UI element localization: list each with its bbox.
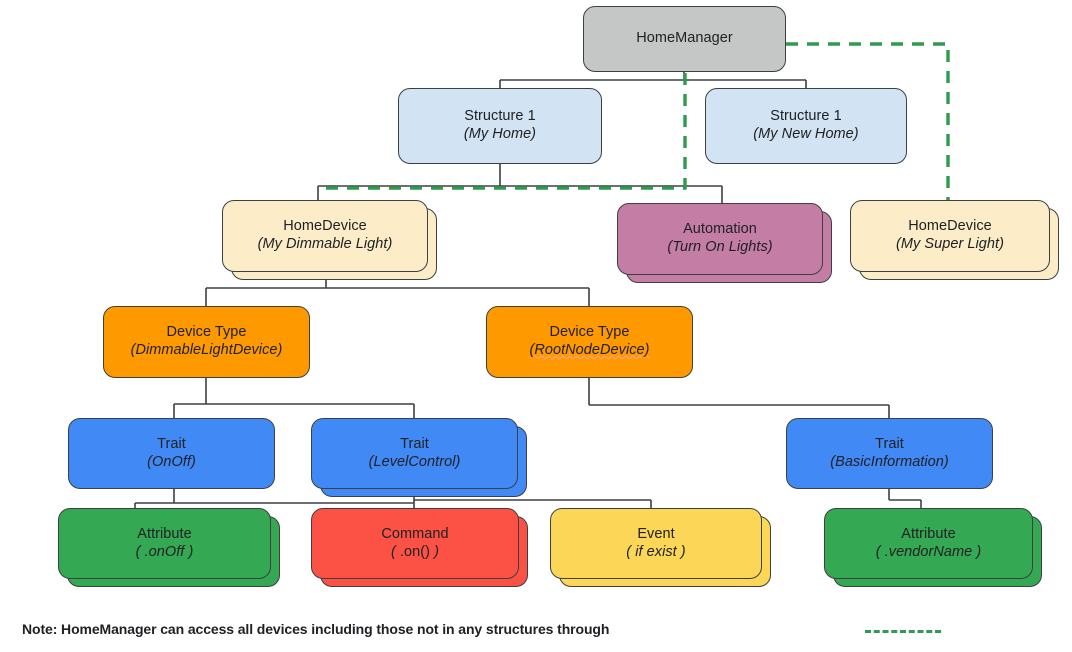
node-attribute-vendor-name[interactable]: Attribute ( .vendorName ) [824, 508, 1033, 579]
node-home-manager[interactable]: HomeManager [583, 6, 786, 72]
node-home-manager-title: HomeManager [636, 30, 733, 47]
node-device-type-dimmable[interactable]: Device Type (DimmableLightDevice) [103, 306, 310, 378]
node-structure-my-new-home-title: Structure 1 [770, 108, 842, 125]
node-trait-onoff[interactable]: Trait (OnOff) [68, 418, 275, 489]
diagram-note-dash-sample [865, 630, 941, 633]
node-structure-my-new-home[interactable]: Structure 1 (My New Home) [705, 88, 907, 164]
node-attribute-onoff-sub: ( .onOff ) [135, 543, 194, 560]
node-command-on-title: Command [381, 525, 449, 542]
node-structure-my-new-home-sub: (My New Home) [753, 126, 859, 142]
node-automation-turn-on-lights[interactable]: Automation (Turn On Lights) [617, 203, 823, 275]
node-trait-level-control-title: Trait [400, 435, 429, 452]
node-trait-basic-information-sub: (BasicInformation) [830, 453, 949, 470]
node-trait-onoff-title: Trait [157, 435, 186, 452]
node-command-on-sub: ( .on() ) [390, 543, 439, 560]
node-structure-my-home[interactable]: Structure 1 (My Home) [398, 88, 602, 164]
node-device-type-dimmable-sub: (DimmableLightDevice) [130, 342, 283, 358]
node-trait-basic-information[interactable]: Trait (BasicInformation) [786, 418, 993, 489]
node-event-if-exist-title: Event [637, 525, 675, 542]
node-structure-my-home-title: Structure 1 [464, 108, 536, 125]
node-attribute-vendor-name-title: Attribute [901, 525, 956, 542]
node-event-if-exist-sub: ( if exist ) [626, 543, 686, 560]
node-structure-my-home-sub: (My Home) [463, 126, 537, 142]
node-trait-level-control-sub: (LevelControl) [368, 453, 461, 470]
node-device-super-light-sub: (My Super Light) [896, 236, 1004, 252]
node-trait-onoff-sub: (OnOff) [147, 453, 196, 470]
node-command-on[interactable]: Command ( .on() ) [311, 508, 519, 579]
node-trait-level-control[interactable]: Trait (LevelControl) [311, 418, 518, 489]
node-attribute-onoff[interactable]: Attribute ( .onOff ) [58, 508, 271, 579]
node-attribute-onoff-title: Attribute [137, 525, 192, 542]
node-trait-basic-information-title: Trait [875, 435, 904, 452]
node-device-dimmable-light[interactable]: HomeDevice (My Dimmable Light) [222, 200, 428, 272]
node-device-dimmable-light-sub: (My Dimmable Light) [257, 236, 393, 252]
node-attribute-vendor-name-sub: ( .vendorName ) [875, 543, 982, 560]
node-device-type-root-node[interactable]: Device Type (RootNodeDevice) [486, 306, 693, 378]
node-device-super-light[interactable]: HomeDevice (My Super Light) [850, 200, 1050, 272]
node-device-type-root-node-title: Device Type [549, 324, 630, 341]
diagram-note: Note: HomeManager can access all devices… [22, 621, 610, 637]
node-device-dimmable-light-title: HomeDevice [283, 218, 367, 235]
node-automation-turn-on-lights-title: Automation [683, 221, 757, 238]
node-event-if-exist[interactable]: Event ( if exist ) [550, 508, 762, 579]
node-automation-turn-on-lights-sub: (Turn On Lights) [667, 239, 773, 255]
node-device-super-light-title: HomeDevice [908, 218, 992, 235]
node-device-type-dimmable-title: Device Type [166, 324, 247, 341]
node-device-type-root-node-sub: (RootNodeDevice) [529, 342, 650, 358]
